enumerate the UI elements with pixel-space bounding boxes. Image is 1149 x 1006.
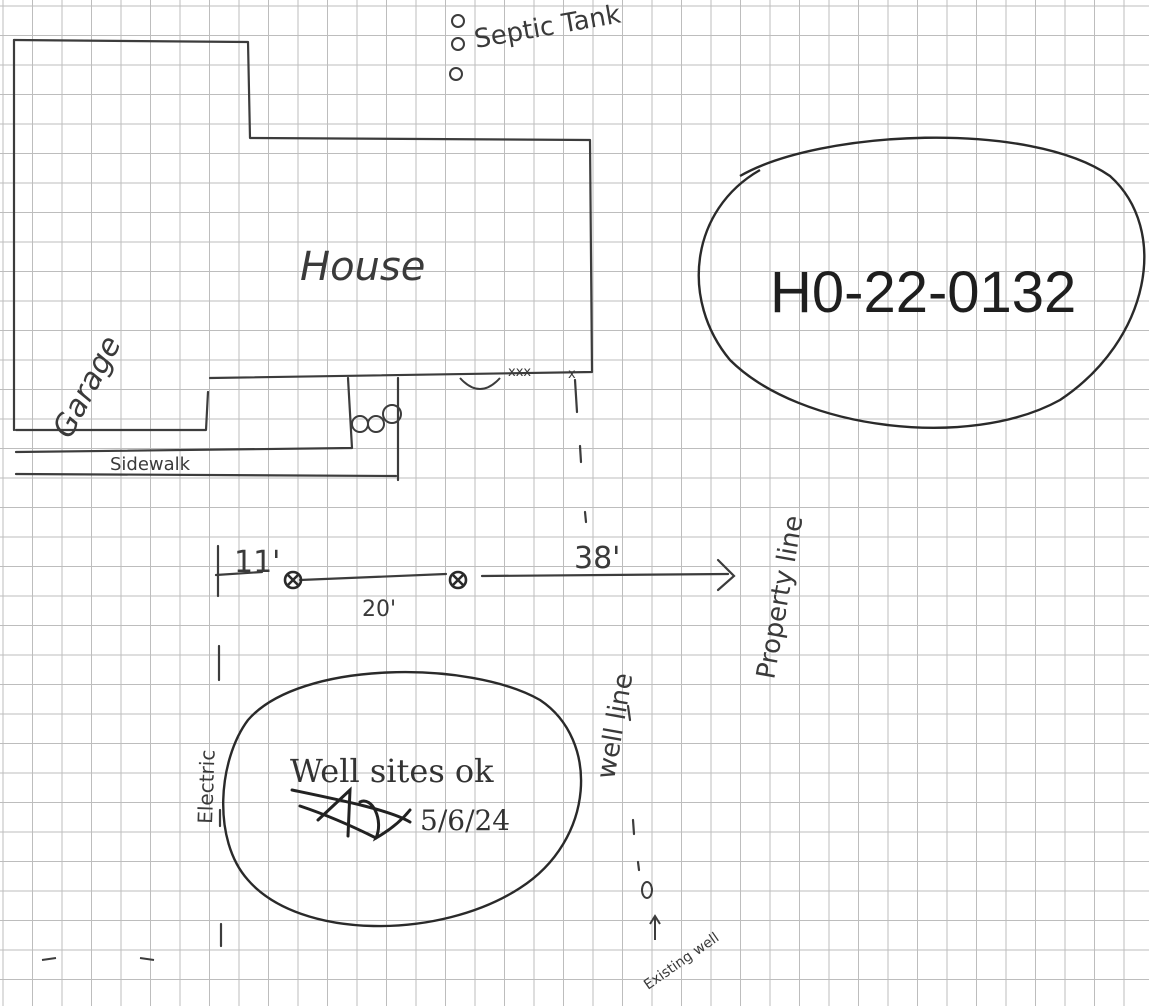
well-line-label: well line — [591, 671, 639, 781]
permit-oval — [697, 136, 1146, 429]
approval-signature — [290, 786, 412, 842]
stray-marks — [41, 957, 155, 961]
garage-label: Garage — [46, 330, 128, 443]
existing-well-marker — [641, 881, 661, 940]
house-label: House — [300, 244, 425, 290]
permit-number: H0-22-0132 — [770, 260, 1076, 325]
corner-mark: x — [568, 367, 576, 382]
well-line — [573, 378, 641, 872]
distance-11: 11' — [234, 545, 280, 580]
septic-markers — [449, 14, 465, 81]
utility-scribble: xxx — [508, 365, 531, 380]
septic-tank-label: Septic Tank — [472, 0, 623, 55]
electric-line — [216, 544, 223, 948]
measurement-line — [214, 558, 736, 592]
house-outline — [12, 38, 594, 482]
distance-38: 38' — [574, 541, 620, 576]
electric-label: Electric — [193, 749, 220, 824]
well-site-markers — [283, 570, 468, 590]
utility-markers — [351, 377, 501, 433]
approval-oval — [222, 671, 583, 928]
sidewalk-label: Sidewalk — [110, 454, 191, 475]
distance-20: 20' — [362, 597, 396, 622]
approval-text: Well sites ok — [290, 752, 494, 790]
approval-date: 5/6/24 — [420, 804, 510, 837]
property-line-label: Property line — [751, 513, 809, 681]
